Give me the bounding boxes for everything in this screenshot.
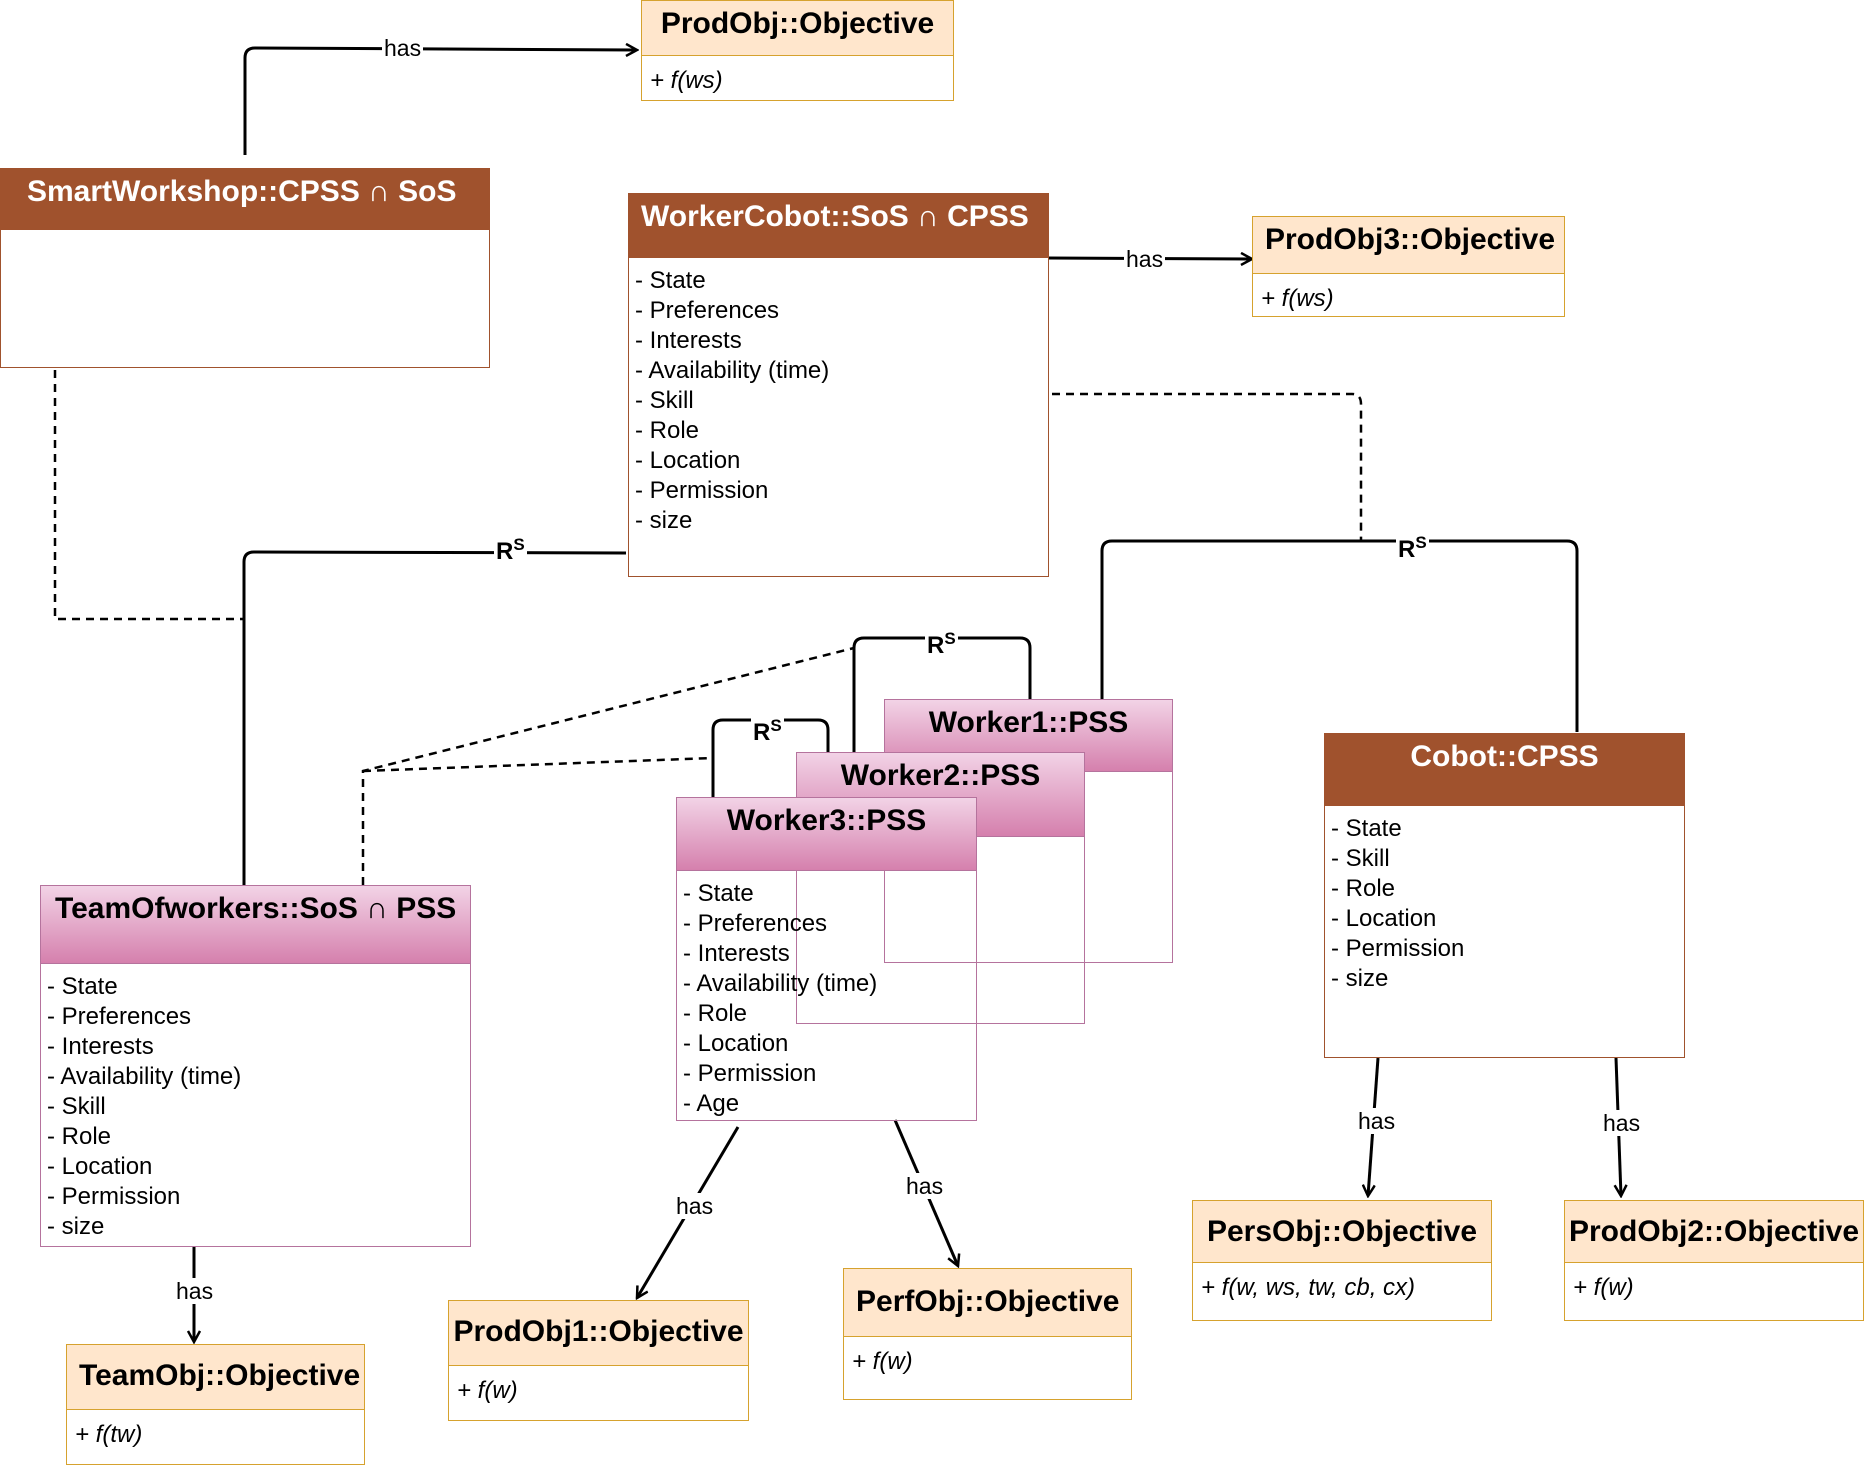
class-team-of-workers: TeamOfworkers::SoS ∩ PSS - State - Prefe… bbox=[40, 885, 471, 1247]
rs-label: RS bbox=[751, 713, 784, 746]
rs-edge-worker1-cobot bbox=[1100, 539, 1579, 732]
rs-label: RS bbox=[1396, 530, 1429, 563]
objective-function: + f(ws) bbox=[1261, 285, 1334, 312]
rs-label: RS bbox=[925, 626, 958, 659]
rs-base: R bbox=[496, 538, 514, 565]
attribute: - Preferences bbox=[683, 910, 828, 937]
attribute: - Permission bbox=[683, 1060, 817, 1087]
attribute: - Role bbox=[635, 417, 700, 444]
dashed-edge-team-worker3 bbox=[362, 756, 714, 773]
attribute: - State bbox=[683, 880, 754, 907]
rs-edge-workercobot-team bbox=[242, 550, 627, 885]
attribute: - Role bbox=[47, 1123, 112, 1150]
attribute: - State bbox=[47, 973, 118, 1000]
dashed-edge-smartworkshop bbox=[53, 370, 244, 621]
class-cobot: Cobot::CPSS - State - Skill - Role - Loc… bbox=[1324, 733, 1685, 1058]
attribute: - Role bbox=[1331, 875, 1396, 902]
objective-function: + f(w) bbox=[457, 1377, 518, 1404]
attribute: - Preferences bbox=[47, 1003, 192, 1030]
has-edge-smartworkshop-prodobj bbox=[243, 48, 637, 155]
attribute: - Age bbox=[683, 1090, 740, 1117]
has-label: has bbox=[674, 1193, 716, 1219]
class-perfobj: PerfObj::Objective + f(w) bbox=[843, 1268, 1132, 1400]
class-title: ProdObj3::Objective bbox=[1253, 217, 1564, 274]
attribute: - Availability (time) bbox=[635, 357, 830, 384]
attribute: - Permission bbox=[1331, 935, 1465, 962]
has-label: has bbox=[1356, 1108, 1398, 1134]
class-title: ProdObj1::Objective bbox=[449, 1301, 748, 1366]
class-attributes: - State - Preferences - Interests - Avai… bbox=[629, 258, 1048, 536]
objective-function: + f(w) bbox=[1573, 1274, 1634, 1301]
objective-function: + f(ws) bbox=[650, 67, 723, 94]
dashed-edge-workercobot bbox=[1052, 392, 1363, 541]
rs-base: R bbox=[927, 632, 945, 659]
class-smartworkshop: SmartWorkshop::CPSS ∩ SoS bbox=[0, 168, 490, 368]
objective-function: + f(w) bbox=[852, 1348, 913, 1375]
class-title: WorkerCobot::SoS ∩ CPSS bbox=[629, 194, 1048, 258]
attribute: - Location bbox=[1331, 905, 1437, 932]
attribute: - Location bbox=[635, 447, 741, 474]
class-prodobj2: ProdObj2::Objective + f(w) bbox=[1564, 1200, 1864, 1321]
attribute: - Availability (time) bbox=[47, 1063, 242, 1090]
attribute: - Interests bbox=[683, 940, 790, 967]
attribute: - Skill bbox=[1331, 845, 1390, 872]
class-title: TeamOfworkers::SoS ∩ PSS bbox=[41, 886, 470, 964]
rs-sup: S bbox=[770, 716, 782, 735]
attribute: - Interests bbox=[635, 327, 742, 354]
class-title: ProdObj::Objective bbox=[642, 1, 953, 56]
attribute: - size bbox=[47, 1213, 105, 1240]
class-attributes: - State - Preferences - Interests - Avai… bbox=[677, 871, 976, 1119]
attribute: - State bbox=[635, 267, 706, 294]
rs-sup: S bbox=[1415, 533, 1427, 552]
class-persobj: PersObj::Objective + f(w, ws, tw, cb, cx… bbox=[1192, 1200, 1492, 1321]
objective-function: + f(w, ws, tw, cb, cx) bbox=[1201, 1274, 1416, 1301]
attribute: - Permission bbox=[635, 477, 769, 504]
class-prodobj1: ProdObj1::Objective + f(w) bbox=[448, 1300, 749, 1421]
attribute: - Interests bbox=[47, 1033, 154, 1060]
attribute: - Permission bbox=[47, 1183, 181, 1210]
class-attributes: - State - Skill - Role - Location - Perm… bbox=[1325, 806, 1684, 994]
objective-function: + f(tw) bbox=[75, 1421, 143, 1448]
rs-sup: S bbox=[513, 535, 525, 554]
class-title: Worker3::PSS bbox=[677, 798, 976, 871]
class-worker3: Worker3::PSS - State - Preferences - Int… bbox=[676, 797, 977, 1121]
attribute: - size bbox=[1331, 965, 1389, 992]
class-prodobj3: ProdObj3::Objective + f(ws) bbox=[1252, 216, 1565, 317]
class-workercobot: WorkerCobot::SoS ∩ CPSS - State - Prefer… bbox=[628, 193, 1049, 577]
attribute: - Role bbox=[683, 1000, 748, 1027]
class-prodobj: ProdObj::Objective + f(ws) bbox=[641, 0, 954, 101]
class-teamobj: TeamObj::Objective + f(tw) bbox=[66, 1344, 365, 1465]
class-attributes bbox=[1, 230, 489, 238]
rs-base: R bbox=[1398, 536, 1416, 563]
has-label: has bbox=[1124, 246, 1166, 272]
attribute: - State bbox=[1331, 815, 1402, 842]
class-attributes: - State - Preferences - Interests - Avai… bbox=[41, 964, 470, 1242]
has-label: has bbox=[382, 35, 424, 61]
class-title: PerfObj::Objective bbox=[844, 1269, 1131, 1337]
attribute: - size bbox=[635, 507, 693, 534]
has-label: has bbox=[1601, 1110, 1643, 1136]
class-title: Cobot::CPSS bbox=[1325, 734, 1684, 806]
has-label: has bbox=[904, 1173, 946, 1199]
class-title: TeamObj::Objective bbox=[67, 1345, 364, 1410]
class-title: ProdObj2::Objective bbox=[1565, 1201, 1863, 1263]
class-title: SmartWorkshop::CPSS ∩ SoS bbox=[1, 169, 489, 230]
rs-label: RS bbox=[494, 532, 527, 565]
attribute: - Availability (time) bbox=[683, 970, 878, 997]
attribute: - Location bbox=[683, 1030, 789, 1057]
attribute: - Preferences bbox=[635, 297, 780, 324]
attribute: - Skill bbox=[635, 387, 694, 414]
rs-base: R bbox=[753, 719, 771, 746]
attribute: - Location bbox=[47, 1153, 153, 1180]
rs-sup: S bbox=[944, 629, 956, 648]
class-title: PersObj::Objective bbox=[1193, 1201, 1491, 1263]
attribute: - Skill bbox=[47, 1093, 106, 1120]
has-label: has bbox=[174, 1278, 216, 1304]
